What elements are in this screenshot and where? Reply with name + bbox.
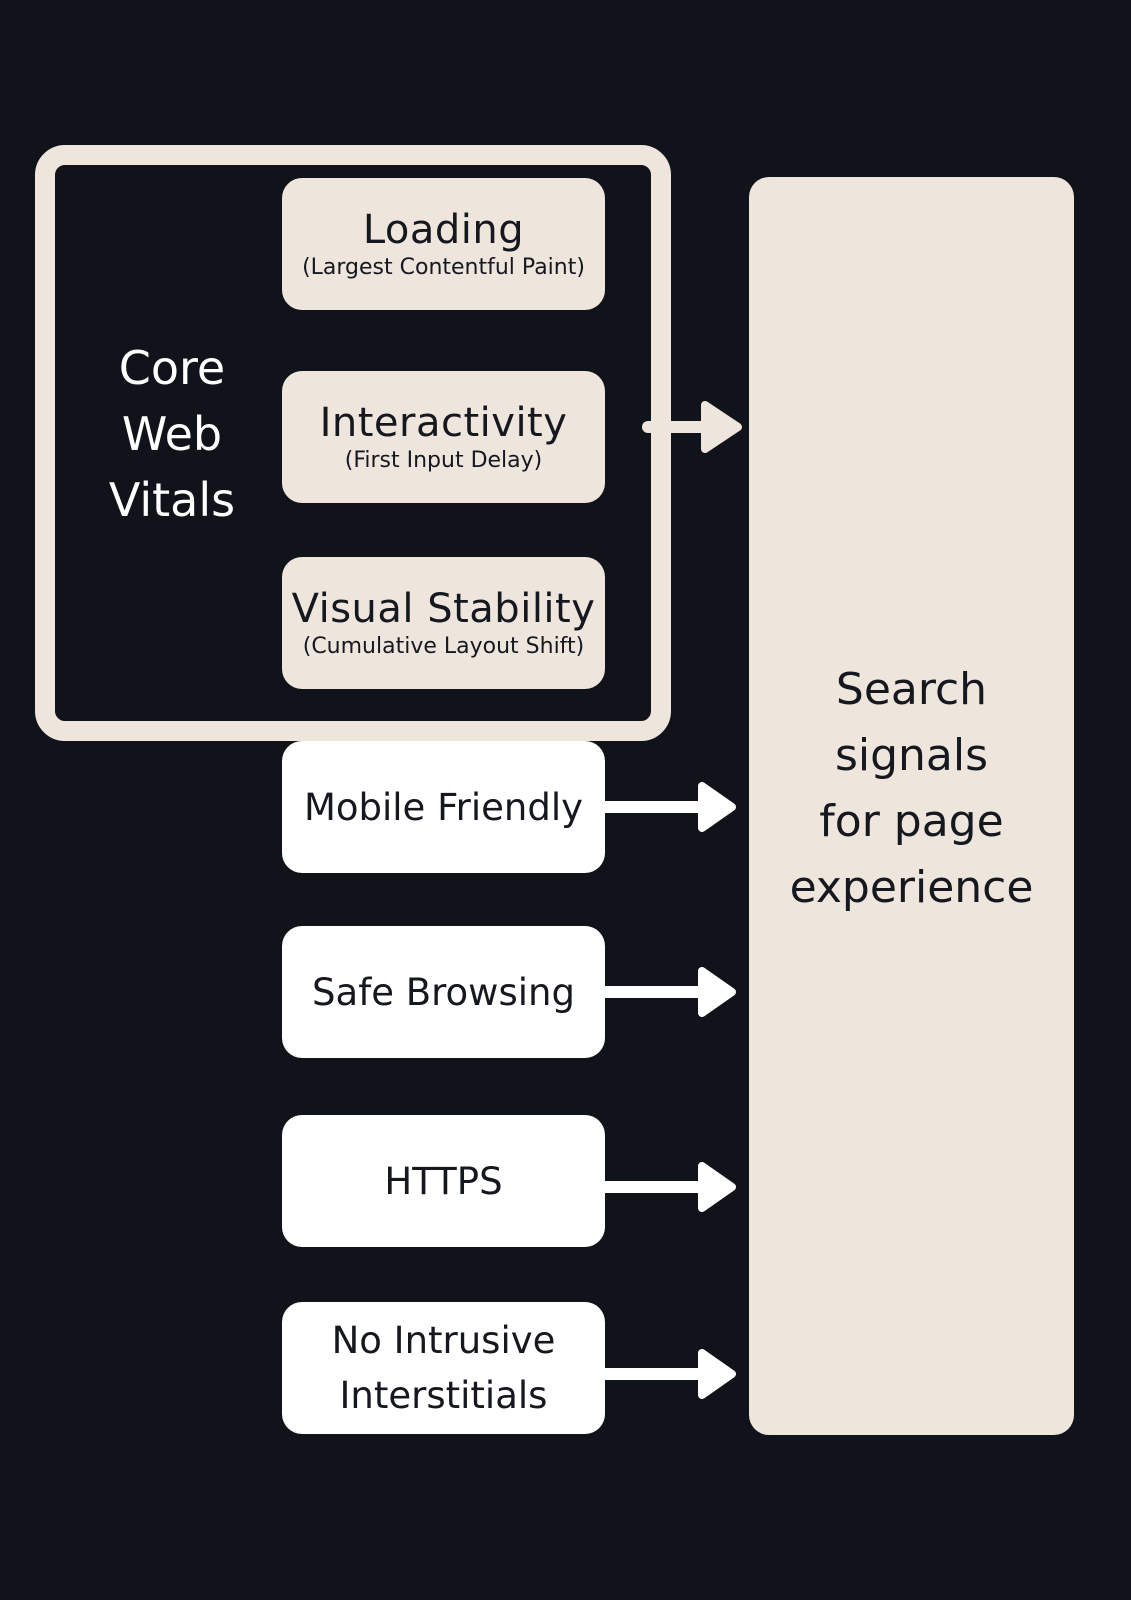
signal-label-line: Mobile Friendly: [303, 785, 584, 829]
arrow-no-intrusive-interstitials: [597, 1349, 736, 1399]
metric-title: Loading: [362, 207, 525, 253]
metric-box-interactivity: Interactivity (First Input Delay): [282, 371, 605, 503]
metric-subtitle: (Largest Contentful Paint): [302, 255, 585, 280]
signal-label-line: Interstitials: [339, 1374, 548, 1417]
signal-label: No Intrusive Interstitials: [332, 1313, 556, 1423]
search-signals-label-line: for page: [819, 796, 1004, 847]
signal-box-https: HTTPS: [282, 1115, 605, 1247]
signal-box-safe-browsing: Safe Browsing: [282, 926, 605, 1058]
arrow-https: [597, 1162, 736, 1212]
search-signals-label-line: signals: [834, 730, 989, 781]
metric-box-loading: Loading (Largest Contentful Paint): [282, 178, 605, 310]
signal-label: HTTPS: [384, 1154, 502, 1209]
metric-title: Visual Stability: [291, 586, 596, 632]
core-web-vitals-label-line: Web: [121, 407, 223, 461]
arrow-safe-browsing: [597, 967, 736, 1017]
core-web-vitals-label-line: Vitals: [108, 473, 236, 527]
metric-box-visual-stability: Visual Stability (Cumulative Layout Shif…: [282, 557, 605, 689]
core-web-vitals-label: Core Web Vitals: [92, 335, 252, 533]
signal-box-no-intrusive-interstitials: No Intrusive Interstitials: [282, 1302, 605, 1434]
metric-title: Interactivity: [319, 400, 568, 446]
core-web-vitals-label-line: Core: [118, 341, 226, 395]
signal-label: Mobile Friendly: [304, 780, 583, 835]
signal-label-line: Safe Browsing: [312, 970, 575, 1014]
search-signals-panel: Search signals for page experience: [749, 177, 1074, 1435]
signal-box-mobile-friendly: Mobile Friendly: [282, 741, 605, 873]
signal-label-line: No Intrusive: [331, 1319, 556, 1362]
core-web-vitals-frame: [35, 145, 671, 741]
signal-label-line: HTTPS: [384, 1159, 503, 1203]
metric-subtitle: (First Input Delay): [344, 448, 543, 473]
search-signals-label-line: experience: [789, 862, 1034, 913]
arrow-core-web-vitals: [642, 401, 742, 453]
search-signals-label-line: Search: [835, 664, 988, 715]
signal-label: Safe Browsing: [312, 965, 575, 1020]
arrow-mobile-friendly: [597, 782, 736, 832]
search-signals-label: Search signals for page experience: [749, 657, 1074, 921]
metric-subtitle: (Cumulative Layout Shift): [302, 634, 585, 659]
